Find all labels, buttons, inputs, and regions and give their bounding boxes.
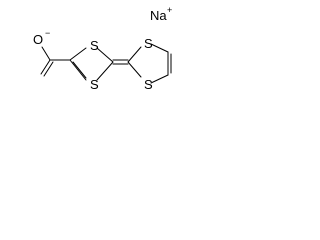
oxygen-anion-label: O: [33, 32, 43, 47]
left-ring-bond-bottom-left: [69, 59, 87, 81]
oxygen-anion-charge: −: [45, 28, 50, 38]
left-ring-sulfur-top-label: S: [90, 38, 99, 53]
left-ring-bond-top-right: [96, 47, 114, 63]
carbon-oxygen-double-bond-outer: [40, 59, 51, 75]
carbon-oxygen-single-bond: [41, 46, 51, 61]
right-ring-bond-top-right: [150, 43, 169, 53]
chemical-structure: Na + O − S S S S: [33, 5, 172, 92]
structure-canvas: Na + O − S S S S: [0, 0, 192, 119]
right-ring-bond-top-left: [127, 46, 142, 63]
sodium-label: Na: [150, 8, 167, 23]
left-ring-bond-top-left: [69, 47, 87, 61]
carbon-oxygen-double-bond-inner: [43, 61, 54, 77]
sodium-charge: +: [167, 5, 172, 15]
right-ring-sulfur-top-label: S: [144, 36, 153, 51]
right-ring-bond-bottom-right: [150, 74, 169, 84]
right-ring-sulfur-bottom-label: S: [144, 77, 153, 92]
right-ring-bond-bottom-left: [127, 61, 142, 78]
left-ring-double-bond: [72, 61, 87, 79]
left-ring-sulfur-bottom-label: S: [90, 77, 99, 92]
left-ring-bond-bottom-right: [96, 61, 114, 81]
